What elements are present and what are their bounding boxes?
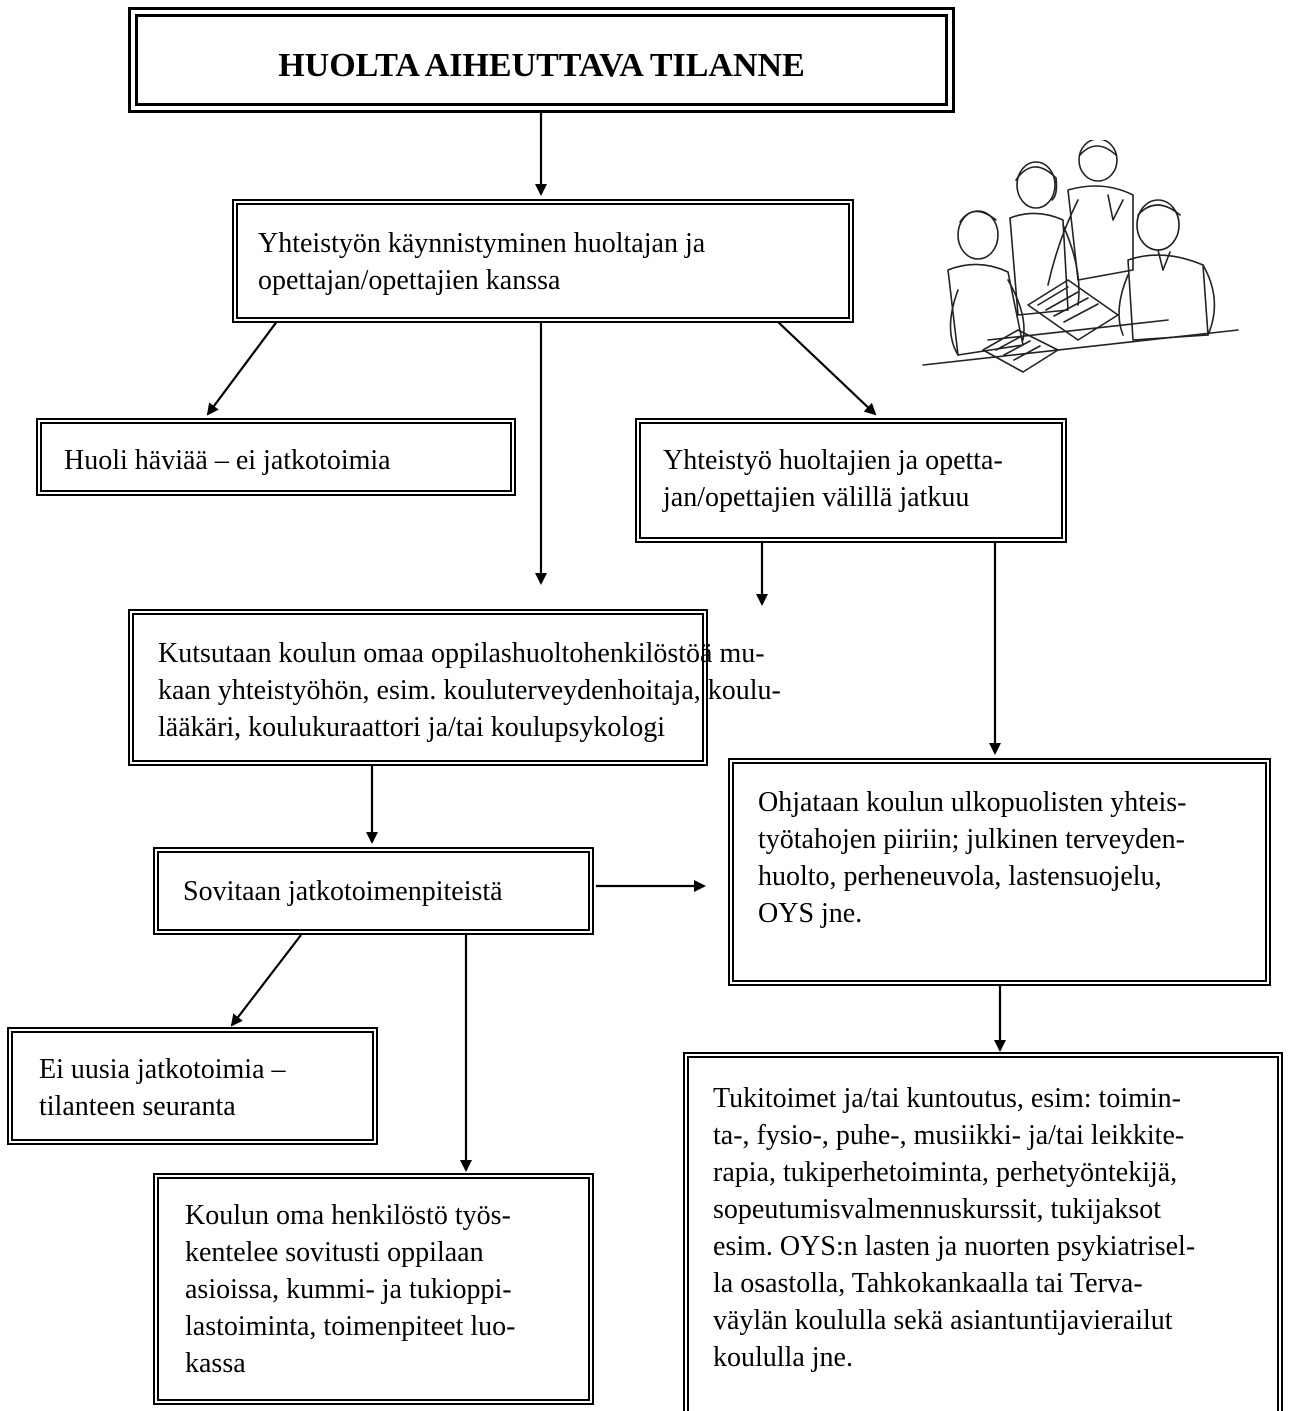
external-line-4: OYS jne. xyxy=(758,898,863,929)
monitoring-line-2: tilanteen seuranta xyxy=(39,1091,236,1122)
support-line-4: sopeutumisvalmennuskurssit, tukijaksot xyxy=(713,1194,1161,1225)
continue-line-1: Yhteistyö huoltajien ja opetta- xyxy=(663,445,1003,476)
school-staff-line-2: kaan yhteistyöhön, esim. kouluterveydenh… xyxy=(158,675,781,706)
external-line-2: työtahojen piiriin; julkinen terveyden- xyxy=(758,824,1185,855)
support-line-8: koululla jne. xyxy=(713,1342,853,1373)
arrow-start-to-continue xyxy=(776,320,877,416)
support-measures-box: Tukitoimet ja/tai kuntoutus, esim: toimi… xyxy=(683,1052,1283,1411)
own-staff-line-2: kentelee sovitusti oppilaan xyxy=(185,1237,484,1268)
own-staff-line-1: Koulun oma henkilöstö työs- xyxy=(185,1200,511,1231)
start-line-2: opettajan/opettajien kanssa xyxy=(258,265,561,296)
support-line-2: ta-, fysio-, puhe-, musiikki- ja/tai lei… xyxy=(713,1120,1185,1151)
own-staff-line-3: asioissa, kummi- ja tukioppi- xyxy=(185,1274,512,1305)
support-line-1: Tukitoimet ja/tai kuntoutus, esim: toimi… xyxy=(713,1083,1181,1114)
school-staff-line-3: lääkäri, koulukuraattori ja/tai koulupsy… xyxy=(158,712,665,743)
agree-followup-box: Sovitaan jatkotoimenpiteistä xyxy=(153,847,594,935)
start-line-1: Yhteistyön käynnistyminen huoltajan ja xyxy=(258,228,706,259)
support-line-6: la osastolla, Tahkokankaalla tai Terva- xyxy=(713,1268,1143,1299)
school-staff-line-1: Kutsutaan koulun omaa oppilashuoltohenki… xyxy=(158,638,765,669)
support-line-7: väylän koululla sekä asiantuntijavierail… xyxy=(713,1305,1173,1336)
external-line-3: huolto, perheneuvola, lastensuojelu, xyxy=(758,861,1162,892)
meeting-people-icon xyxy=(922,140,1239,373)
agree-line-1: Sovitaan jatkotoimenpiteistä xyxy=(183,876,503,907)
collaboration-continues-box: Yhteistyö huoltajien ja opetta- jan/opet… xyxy=(635,418,1067,543)
monitoring-box: Ei uusia jatkotoimia – tilanteen seurant… xyxy=(7,1027,378,1145)
own-staff-line-5: kassa xyxy=(185,1348,246,1379)
support-line-5: esim. OYS:n lasten ja nuorten psykiatris… xyxy=(713,1231,1196,1262)
no-action-line-1: Huoli häviää – ei jatkotoimia xyxy=(64,445,391,476)
external-line-1: Ohjataan koulun ulkopuolisten yhteis- xyxy=(758,787,1187,818)
continue-line-2: jan/opettajien välillä jatkuu xyxy=(663,482,970,513)
monitoring-line-1: Ei uusia jatkotoimia – xyxy=(39,1054,286,1085)
no-action-box: Huoli häviää – ei jatkotoimia xyxy=(36,418,516,496)
title-box: HUOLTA AIHEUTTAVA TILANNE xyxy=(128,7,955,113)
title-text: HUOLTA AIHEUTTAVA TILANNE xyxy=(278,47,805,84)
start-collaboration-box: Yhteistyön käynnistyminen huoltajan ja o… xyxy=(232,199,854,323)
arrow-start-to-no-action xyxy=(206,319,279,416)
school-staff-box: Kutsutaan koulun omaa oppilashuoltohenki… xyxy=(128,609,781,766)
external-referral-box: Ohjataan koulun ulkopuolisten yhteis- ty… xyxy=(728,758,1271,986)
own-staff-line-4: lastoiminta, toimenpiteet luo- xyxy=(185,1311,516,1342)
arrow-agree-to-monitoring xyxy=(230,934,302,1027)
support-line-3: rapia, tukiperhetoiminta, perhetyöntekij… xyxy=(713,1157,1178,1188)
own-staff-box: Koulun oma henkilöstö työs- kentelee sov… xyxy=(153,1173,594,1405)
